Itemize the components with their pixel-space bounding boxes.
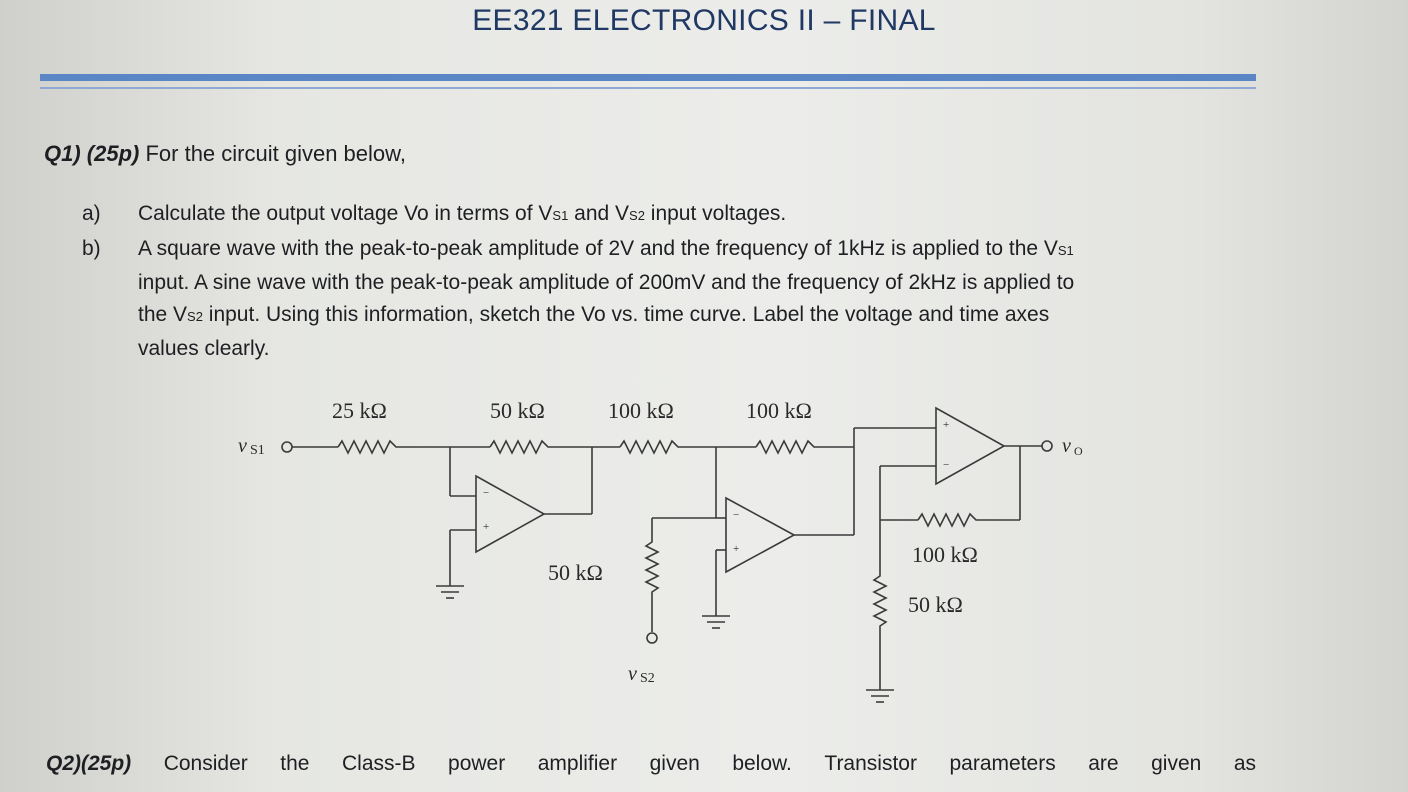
label-vo: v [1062, 435, 1071, 457]
question-1-label: Q1) (25p) [44, 141, 140, 166]
q2-word: Class-B [341, 752, 416, 775]
svg-text:−: − [483, 487, 489, 499]
part-a-text: Calculate the output voltage Vo in terms… [138, 202, 787, 225]
label-r4: 100 kΩ [746, 398, 812, 423]
svg-text:−: − [943, 459, 949, 471]
question-2-label: Q2)(25p) [46, 752, 132, 775]
label-vs1: v [238, 435, 247, 457]
q2-word: amplifier [537, 752, 618, 775]
svg-text:+: + [483, 521, 489, 533]
label-vs1-sub: S1 [250, 443, 265, 458]
header-rule [40, 74, 1256, 81]
resistor-50k-vs2 [644, 518, 660, 632]
resistor-100k-a [619, 439, 716, 455]
label-vs2: v [628, 663, 637, 685]
vs1-terminal [281, 441, 293, 453]
label-r7: 50 kΩ [908, 592, 963, 617]
resistor-100k-b [755, 439, 854, 455]
label-vo-sub: O [1074, 444, 1083, 458]
question-1-heading: Q1) (25p) For the circuit given below, [44, 141, 406, 167]
resistor-50k-top [489, 439, 592, 455]
question-1-intro: For the circuit given below, [139, 141, 406, 166]
q2-word: Transistor [824, 752, 917, 775]
label-r2: 50 kΩ [490, 398, 545, 423]
vs2-terminal [646, 632, 658, 644]
part-b-marker: b) [82, 237, 101, 260]
q2-word: parameters [949, 752, 1056, 775]
label-vs2-sub: S2 [640, 671, 655, 686]
q2-word: given [649, 752, 700, 775]
q2-word: as [1233, 752, 1256, 775]
svg-text:+: + [733, 543, 739, 555]
label-r6: 100 kΩ [912, 542, 978, 567]
op-amp-2 [725, 496, 796, 574]
q2-word: given [1151, 752, 1202, 775]
part-a-marker: a) [82, 202, 101, 225]
q2-word: Consider [163, 752, 248, 775]
op-amp-3 [935, 406, 1006, 486]
svg-text:+: + [943, 419, 949, 431]
resistor-100k-feedback [917, 512, 1020, 528]
q2-word: below. [732, 752, 792, 775]
svg-text:−: − [733, 509, 739, 521]
label-r1: 25 kΩ [332, 398, 387, 423]
header-rule-thin [40, 87, 1256, 89]
page-title: EE321 ELECTRONICS II – FINAL [472, 4, 936, 37]
resistor-25k [337, 439, 450, 455]
part-b-text: A square wave with the peak-to-peak ampl… [138, 237, 1075, 360]
question-2-line: Q2)(25p) Consider the Class-B power ampl… [46, 752, 1256, 776]
label-r5: 50 kΩ [548, 560, 603, 585]
q2-word: are [1088, 752, 1119, 775]
resistor-50k-ground [872, 520, 888, 690]
q2-word: the [280, 752, 310, 775]
op-amp-1 [475, 474, 546, 554]
q2-word: power [448, 752, 506, 775]
label-r3: 100 kΩ [608, 398, 674, 423]
vo-terminal [1041, 440, 1053, 452]
